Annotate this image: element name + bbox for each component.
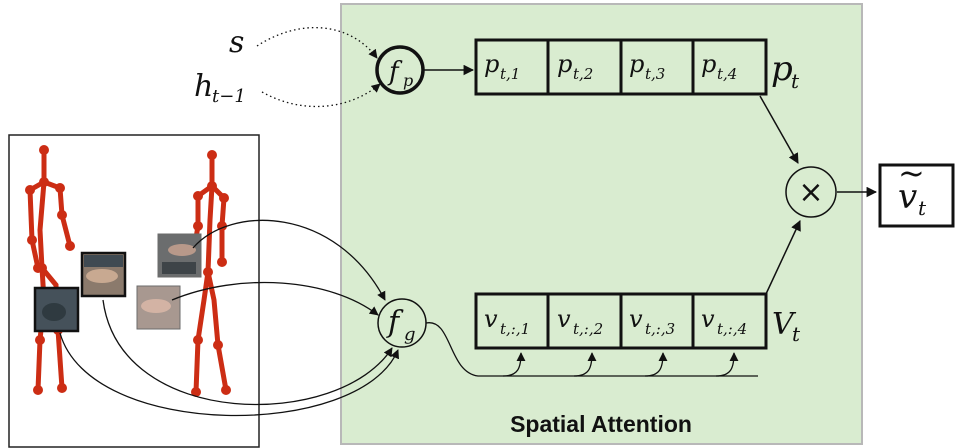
output-sub: t — [918, 196, 927, 220]
input-h-base: h — [194, 69, 213, 104]
v-cell-1-base: v — [484, 305, 498, 333]
fg-node: f g — [378, 299, 426, 347]
fp-sub: p — [403, 71, 413, 90]
output-box: v t ~ — [880, 154, 953, 226]
p-cell-1-base: p — [484, 50, 499, 78]
input-s: s — [229, 25, 244, 60]
p-cell-2-base: p — [557, 50, 572, 78]
input-h-prev: h t−1 — [194, 69, 246, 107]
p-label-base: p — [771, 49, 793, 89]
fp-node: f p — [377, 47, 423, 93]
v-cell-3-sub: t,:,3 — [645, 320, 675, 338]
p-cell-1-sub: t,1 — [500, 65, 520, 83]
p-cell-4-sub: t,4 — [717, 65, 737, 83]
video-frame — [9, 135, 259, 447]
v-cell-4-base: v — [701, 305, 715, 333]
v-cell-3-base: v — [629, 305, 643, 333]
diagram-caption: Spatial Attention — [510, 411, 692, 437]
v-cell-2-sub: t,:,2 — [573, 320, 603, 338]
glimpse-patch-1 — [35, 288, 78, 331]
p-cell-4-base: p — [701, 50, 716, 78]
v-cell-4-sub: t,:,4 — [717, 320, 747, 338]
multiply-node: × — [786, 167, 836, 217]
p-cell-3-sub: t,3 — [645, 65, 665, 83]
output-accent: ~ — [898, 154, 925, 192]
v-cell-1-sub: t,:,1 — [500, 320, 530, 338]
glimpse-patch-4 — [137, 286, 180, 329]
p-label-sub: t — [791, 69, 800, 93]
v-label-sub: t — [792, 322, 801, 346]
glimpse-patch-2 — [82, 253, 125, 296]
input-h-sub: t−1 — [212, 86, 246, 107]
p-cell-2-sub: t,2 — [573, 65, 593, 83]
v-cell-2-base: v — [557, 305, 571, 333]
multiply-symbol: × — [798, 175, 823, 210]
fg-sub: g — [404, 324, 416, 345]
glimpse-patch-3 — [158, 234, 201, 277]
p-cell-3-base: p — [629, 50, 644, 78]
